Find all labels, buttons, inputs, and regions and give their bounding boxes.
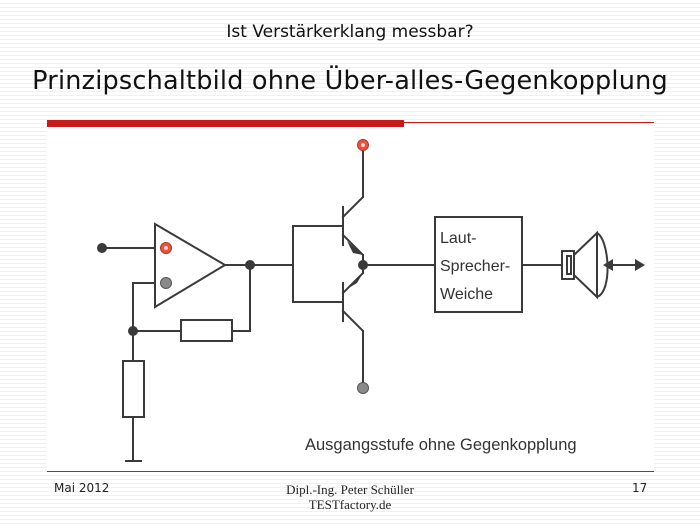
input-terminal [97,243,107,253]
output-node [245,260,255,270]
footer-rule [47,471,654,472]
op-amp-triangle [154,222,227,309]
slide-subtitle: Ist Verstärkerklang messbar? [226,22,474,42]
lower-emitter-arrowhead [347,273,363,289]
footer-date: Mai 2012 [54,481,110,495]
diagram-caption: Ausgangsstufe ohne Gegenkopplung [305,436,577,454]
crossover-block [434,216,523,313]
footer-author-site: TESTfactory.de [308,497,392,512]
arrow-left-head [603,259,613,271]
crossover-label-line1: Laut- [440,230,476,247]
inverting-input-terminal [160,277,172,289]
circuit-diagram: Laut- Sprecher- Weiche Ausgangsstufe ohn… [97,139,645,462]
feedback-resistor [180,319,233,342]
ground-resistor [122,360,145,418]
upper-emitter-arrowhead [347,241,363,255]
upper-transistor-collector-leg [341,195,365,219]
arrow-right-head [635,259,645,271]
circuit-diagram-panel: Laut- Sprecher- Weiche Ausgangsstufe ohn… [47,127,654,469]
speaker-cone [573,230,598,300]
crossover-label-line2: Sprecher- [440,258,510,275]
non-inverting-terminal-highlight [164,246,168,250]
footer-page-number: 17 [632,481,648,495]
speaker-coil [566,255,572,275]
crossover-label-line3: Weiche [440,286,493,303]
inverting-input-wire [132,282,156,332]
emitter-node [358,260,368,270]
negative-supply-terminal [357,382,369,394]
footer-author-name: Dipl.-Ing. Peter Schüller [286,482,414,497]
upper-transistor-emitter-leg [341,233,365,257]
feedback-wire-right [231,264,251,332]
driver-base-bracket [292,225,344,303]
feedback-node [128,326,138,336]
slide-title: Prinzipschaltbild ohne Über-alles-Gegenk… [32,66,668,96]
positive-supply-highlight [361,143,365,147]
title-accent-rule [47,120,404,127]
lower-transistor-collector-leg [341,309,365,333]
title-thin-rule [404,122,654,123]
footer-author: Dipl.-Ing. Peter Schüller TESTfactory.de [0,482,700,512]
